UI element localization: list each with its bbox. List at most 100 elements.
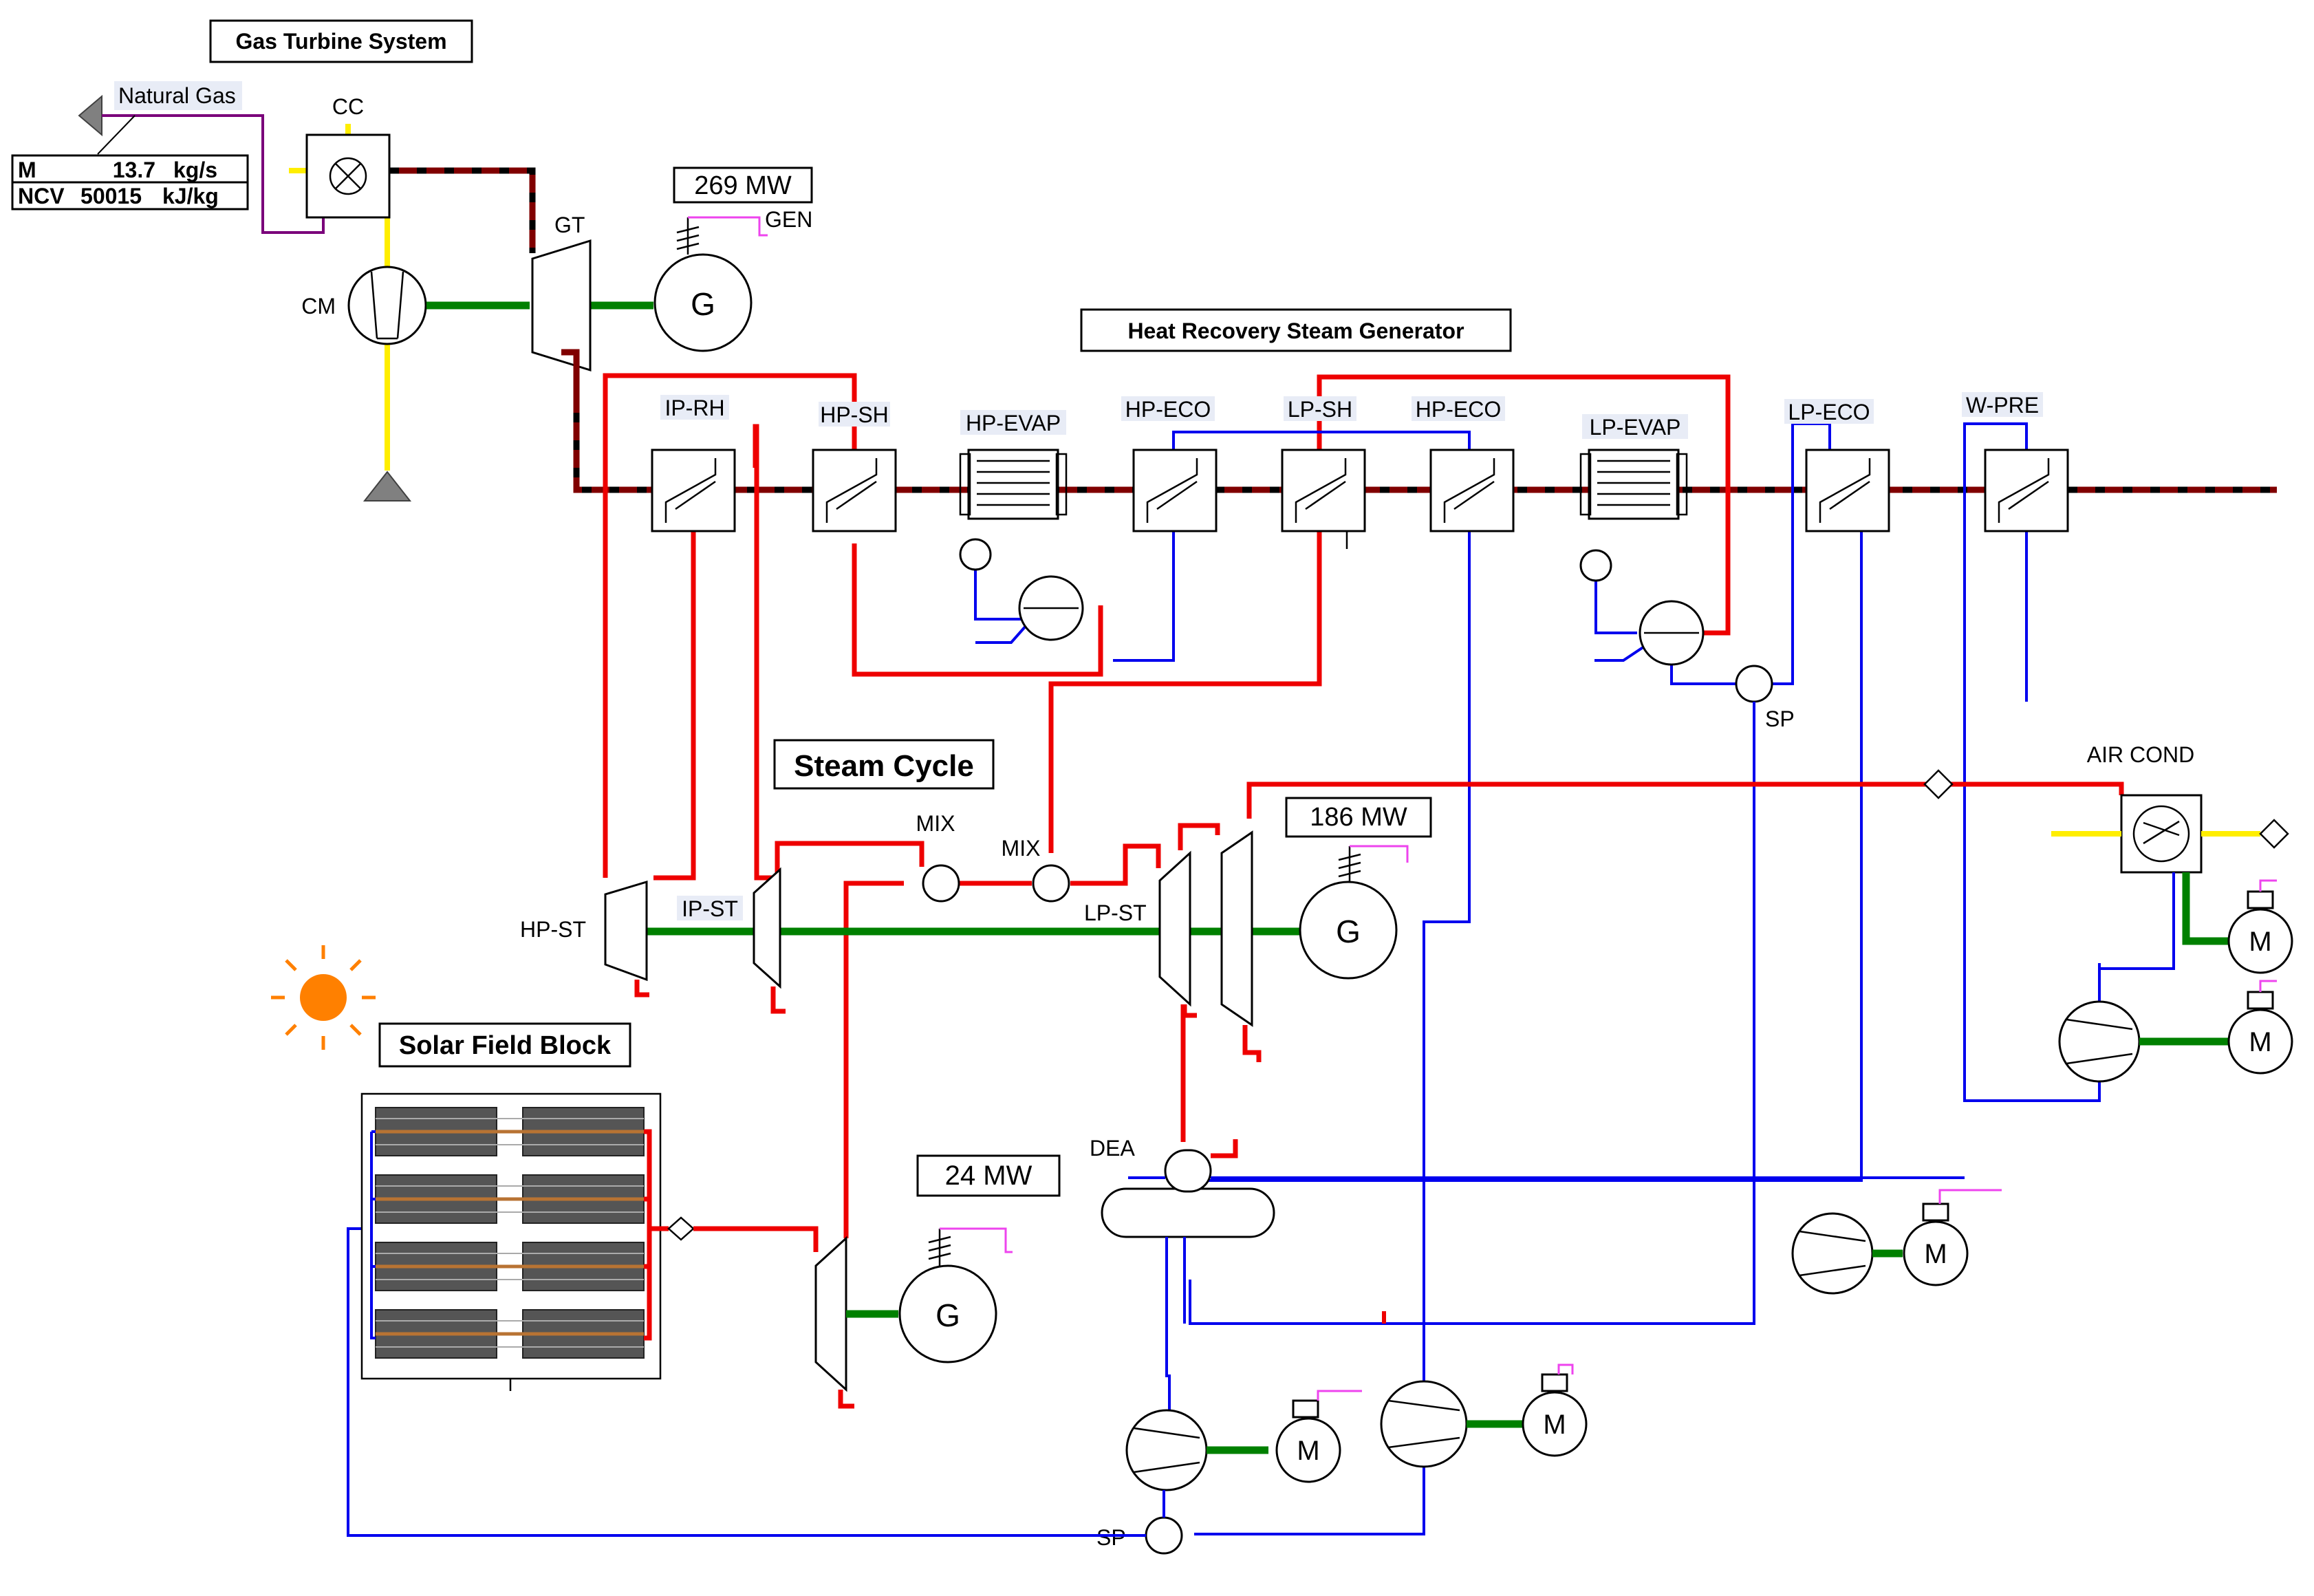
combustion-chamber-icon <box>305 133 391 219</box>
lp-st-1-drain <box>1182 1004 1197 1018</box>
solar-st-icon <box>814 1236 847 1392</box>
fw-motor-2-terminal <box>1541 1373 1568 1392</box>
fw-pump-2-icon <box>1380 1380 1468 1468</box>
solar-return-line <box>347 1227 1146 1537</box>
steam-cycle: Steam Cycle MIX MIX HP-ST IP-ST LP-ST G <box>347 739 2293 1555</box>
air-cond-motor-2-symbol: M <box>2249 1027 2271 1057</box>
flue-gas-duct-dash <box>573 413 2277 493</box>
hp-sh-label: HP-SH <box>820 402 889 427</box>
sun-icon <box>271 945 376 1050</box>
hot-gas-line <box>389 167 536 253</box>
lp-eco-in <box>1183 523 1863 1182</box>
hp-eco-2-icon <box>1429 449 1515 532</box>
ip-rh-in-line <box>653 523 696 881</box>
natural-gas-label-bg <box>114 81 242 110</box>
air-cond-label: AIR COND <box>2087 742 2194 767</box>
splitter-2-icon <box>1145 1516 1183 1555</box>
air-cond-fan <box>2132 805 2190 863</box>
fuel-ncv-key: NCV <box>18 184 65 208</box>
hp-evap-icon <box>959 449 1068 520</box>
lp-drum-icon <box>1579 549 1705 666</box>
cond-pump-icon <box>1791 1212 1874 1295</box>
steam-cycle-title-box <box>773 739 995 790</box>
natural-gas-line <box>102 114 325 234</box>
air-cond-motor-1-symbol: M <box>2249 927 2271 957</box>
gt-generator-terminal <box>676 216 768 255</box>
fuel-mass-value: 13.7 <box>113 158 155 182</box>
sp1-down <box>1189 702 1755 1325</box>
solar-generator-terminal <box>928 1227 1013 1266</box>
w-pre-label: W-PRE <box>1966 393 2039 418</box>
lp-sh-label: LP-SH <box>1288 397 1352 422</box>
lp-st-1-icon <box>1158 850 1191 1007</box>
fuel-mass-unit: kg/s <box>173 158 217 182</box>
natural-gas-leader <box>97 115 136 155</box>
solar-title: Solar Field Block <box>399 1031 612 1060</box>
ip-st-label: IP-ST <box>682 896 738 921</box>
gt-power-value: 269 MW <box>694 171 792 200</box>
fuel-ncv-value: 50015 <box>80 184 142 208</box>
air-cond-blades <box>2143 820 2180 845</box>
air-cond-outlet-icon <box>2259 819 2289 849</box>
hp-st-label: HP-ST <box>520 917 586 942</box>
air-cond-motor-1-icon <box>2227 908 2293 974</box>
solar-steam-line <box>843 881 904 1238</box>
air-cond-motor-2-terminal <box>2247 991 2274 1010</box>
hrsg-title: Heat Recovery Steam Generator <box>1127 319 1464 343</box>
air-cond-motor-2-signal <box>2259 980 2277 992</box>
hp-eco-2-down <box>1194 523 1471 1535</box>
hp-sh-icon <box>812 449 897 532</box>
deaerator-icon <box>1101 1149 1275 1238</box>
lp-st-second <box>1178 823 1220 850</box>
gas-turbine-title-box <box>209 19 473 63</box>
lp-st-label: LP-ST <box>1084 901 1147 925</box>
gt-generator-symbol: G <box>691 286 715 322</box>
hp-eco-1-icon <box>1132 449 1218 532</box>
natural-gas-source-icon <box>78 94 102 137</box>
hp-eco-2-label: HP-ECO <box>1416 397 1501 422</box>
w-pre-icon <box>1984 449 2069 532</box>
fw-motor-2-icon <box>1522 1391 1588 1457</box>
fw-motor-1-signal <box>1317 1390 1362 1401</box>
mix-2-label: MIX <box>1002 836 1041 861</box>
lp-evap-icon <box>1579 449 1688 520</box>
st-power-box <box>1285 797 1432 838</box>
lp-eco-label: LP-ECO <box>1788 400 1870 424</box>
splitter-1-icon <box>1735 665 1773 703</box>
solar-power-box <box>916 1154 1061 1197</box>
ip-st-drain <box>770 986 786 1014</box>
dea-label: DEA <box>1090 1136 1135 1161</box>
st-power-value: 186 MW <box>1310 803 1407 832</box>
cond-motor-terminal <box>1922 1203 1949 1222</box>
fw-motor-1-symbol: M <box>1297 1436 1319 1466</box>
hp-st-icon <box>604 880 648 982</box>
hot-gas-dash <box>389 167 536 253</box>
ip-rh-label: IP-RH <box>664 396 724 420</box>
hp-evap-label: HP-EVAP <box>966 411 1061 435</box>
cond-motor-symbol: M <box>1924 1239 1947 1269</box>
st-generator-icon <box>1299 881 1398 980</box>
ip-rh-icon <box>651 449 736 532</box>
solar-title-box <box>378 1022 631 1068</box>
hrsg-title-box <box>1080 308 1512 352</box>
lp-eco-icon <box>1805 449 1890 532</box>
cm-label: CM <box>301 294 336 319</box>
fuel-ncv-unit: kJ/kg <box>162 184 219 208</box>
cond-pump-vanes <box>1799 1230 1866 1277</box>
hp-drum-icon <box>959 538 1084 641</box>
solar-to-turbine <box>693 1226 819 1252</box>
st-generator-symbol: G <box>1336 914 1361 949</box>
lp-evap-feed <box>1594 645 1645 662</box>
cond-motor-signal <box>1938 1189 2002 1204</box>
fuel-table: M 13.7 kg/s NCV 50015 kJ/kg <box>11 154 249 211</box>
lp-sh-icon <box>1281 449 1366 549</box>
hrsg: Heat Recovery Steam Generator <box>561 308 2277 1535</box>
cond-extraction-pump-icon <box>2058 1000 2141 1083</box>
solar-valve-icon <box>667 1216 695 1241</box>
air-cond-motor-2-icon <box>2227 1009 2293 1075</box>
gt-power-box <box>673 166 813 204</box>
solar-inlet-header <box>370 1130 376 1339</box>
hp-evap-steam <box>852 543 1103 677</box>
solar-generator-symbol: G <box>936 1297 960 1333</box>
